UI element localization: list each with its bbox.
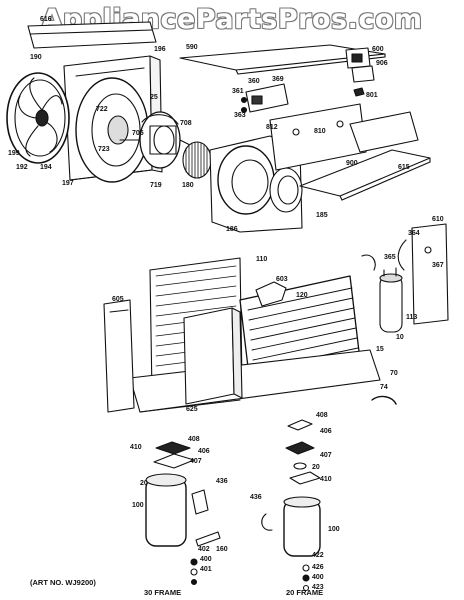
part-label: 364 (408, 230, 420, 237)
part-label: 722 (96, 106, 108, 113)
part-label: 113 (406, 314, 418, 321)
part-label: 365 (384, 254, 396, 261)
part-label: 407 (320, 452, 332, 459)
part-label: 436 (250, 494, 262, 501)
part-label: 363 (234, 112, 246, 119)
drain-tube-part (371, 395, 397, 405)
part-label: 603 (276, 276, 288, 283)
top-cover-part (27, 21, 157, 49)
part-label: 801 (366, 92, 378, 99)
part-label: 426 (312, 564, 324, 571)
part-label: 708 (180, 120, 192, 127)
part-label: 190 (30, 54, 42, 61)
thermostat-bulb-part (361, 254, 376, 271)
part-label: 406 (198, 448, 210, 455)
part-label: 160 (216, 546, 228, 553)
part-label: 590 (186, 44, 198, 51)
part-label: 406 (320, 428, 332, 435)
bulkhead-partition-part (269, 103, 431, 201)
condenser-fan-blade-part (6, 72, 70, 164)
part-label: 186 (226, 226, 238, 233)
frame-20-caption: 20 FRAME (286, 588, 324, 597)
part-label: 408 (316, 412, 328, 419)
part-label: 369 (272, 76, 284, 83)
part-label: 361 (232, 88, 244, 95)
part-label: 407 (190, 458, 202, 465)
part-label: 900 (346, 160, 358, 167)
part-label: 401 (200, 566, 212, 573)
part-label: 199 (8, 150, 20, 157)
compressor-20-frame-part (261, 419, 321, 592)
part-label: 610 (432, 216, 444, 223)
part-label: 410 (130, 444, 142, 451)
part-label: 20 (140, 480, 148, 487)
part-label: 25 (150, 94, 158, 101)
compressor-30-frame-part (145, 441, 221, 586)
part-label: 400 (200, 556, 212, 563)
part-label: 616 (40, 16, 52, 23)
part-label: 185 (316, 212, 328, 219)
blower-wheel-part (182, 141, 212, 179)
part-label: 15 (376, 346, 384, 353)
part-label: 605 (112, 296, 124, 303)
part-label: 436 (216, 478, 228, 485)
part-label: 120 (296, 292, 308, 299)
part-label: 110 (256, 256, 268, 263)
part-label: 422 (312, 552, 324, 559)
part-label: 812 (266, 124, 278, 131)
part-label: 410 (320, 476, 332, 483)
part-label: 719 (150, 182, 162, 189)
part-label: 705 (132, 130, 144, 137)
part-label: 360 (248, 78, 260, 85)
part-label: 100 (132, 502, 144, 509)
coil-bracket-part (255, 281, 287, 307)
part-label: 408 (188, 436, 200, 443)
part-label: 196 (154, 46, 166, 53)
art-number-caption: (ART NO. WJ9200) (30, 578, 96, 587)
part-label: 367 (432, 262, 444, 269)
part-label: 180 (182, 182, 194, 189)
side-panel-part (103, 299, 135, 413)
divider-panel-part (183, 307, 243, 405)
part-label: 615 (398, 164, 410, 171)
fan-motor-part (119, 111, 191, 169)
part-label: 723 (98, 146, 110, 153)
part-label: 906 (376, 60, 388, 67)
control-bracket-part (345, 47, 375, 97)
part-label: 194 (40, 164, 52, 171)
part-label: 10 (396, 334, 404, 341)
part-label: 100 (328, 526, 340, 533)
part-label: 600 (372, 46, 384, 53)
part-label: 74 (380, 384, 388, 391)
part-label: 423 (312, 584, 324, 591)
part-label: 402 (198, 546, 210, 553)
part-label: 20 (312, 464, 320, 471)
switch-box-part (240, 83, 289, 114)
frame-30-caption: 30 FRAME (144, 588, 182, 597)
part-label: 400 (312, 574, 324, 581)
part-label: 197 (62, 180, 74, 187)
part-label: 70 (390, 370, 398, 377)
part-label: 192 (16, 164, 28, 171)
part-label: 625 (186, 406, 198, 413)
control-panel-part (397, 223, 449, 325)
part-label: 810 (314, 128, 326, 135)
capacitor-part (379, 267, 403, 333)
